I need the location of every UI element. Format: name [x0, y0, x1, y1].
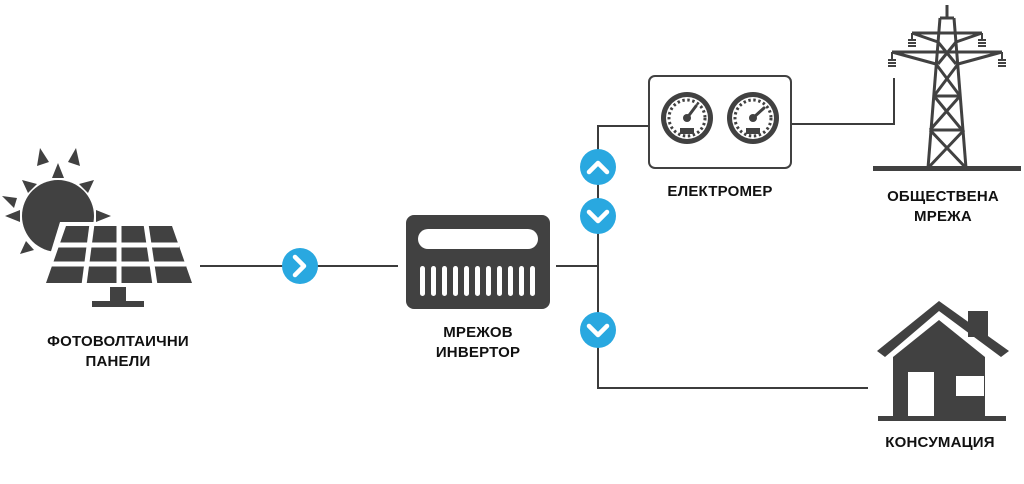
gauge-left-icon — [661, 92, 713, 144]
inverter-label-line2: ИНВЕРТОР — [435, 344, 521, 361]
flow-down-consumption-icon — [580, 312, 616, 348]
grid-label-line1: ОБЩЕСТВЕНА — [887, 188, 999, 205]
inverter-icon — [406, 215, 550, 309]
consumption-label: КОНСУМАЦИЯ — [862, 433, 1018, 453]
consumption-label-text: КОНСУМАЦИЯ — [885, 434, 995, 451]
flow-down-icon — [580, 198, 616, 234]
solar-panel-icon — [2, 148, 196, 307]
inverter-vents — [420, 266, 535, 296]
electric-meter-icon — [648, 75, 792, 169]
grid-label: ОБЩЕСТВЕНА МРЕЖА — [868, 187, 1018, 227]
meter-label-text: ЕЛЕКТРОМЕР — [667, 183, 773, 200]
line-meter-to-grid — [792, 78, 895, 125]
inverter-label: МРЕЖОВ ИНВЕРТОР — [398, 323, 558, 363]
panel-stand — [110, 287, 126, 301]
solar-panels-label: ФОТОВОЛТАИЧНИ ПАНЕЛИ — [18, 332, 218, 372]
meter-label: ЕЛЕКТРОМЕР — [640, 182, 800, 202]
transmission-tower-icon — [873, 5, 1021, 171]
solar-label-line1: ФОТОВОЛТАИЧНИ — [47, 333, 189, 350]
house-icon — [877, 301, 1009, 421]
panel-cells — [40, 222, 196, 287]
gauge-right-icon — [727, 92, 779, 144]
inverter-label-line1: МРЕЖОВ — [443, 324, 513, 341]
grid-label-line2: МРЕЖА — [914, 208, 972, 225]
flow-right-icon — [282, 248, 318, 284]
line-junction-bus — [597, 125, 868, 389]
panel-base — [92, 301, 144, 307]
insulators — [888, 39, 1006, 67]
solar-label-line2: ПАНЕЛИ — [85, 353, 151, 370]
flow-up-icon — [580, 149, 616, 185]
